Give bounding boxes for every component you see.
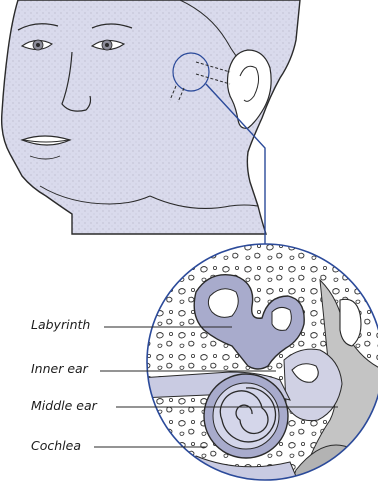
inner-ear-closeup — [140, 240, 378, 486]
cochlea-structure — [204, 374, 288, 458]
label-inner-ear: Inner ear — [31, 362, 88, 376]
label-cochlea: Cochlea — [31, 439, 81, 453]
face-illustration — [2, 0, 300, 234]
label-middle-ear: Middle ear — [31, 399, 97, 413]
label-labyrinth: Labyrinth — [31, 318, 90, 332]
